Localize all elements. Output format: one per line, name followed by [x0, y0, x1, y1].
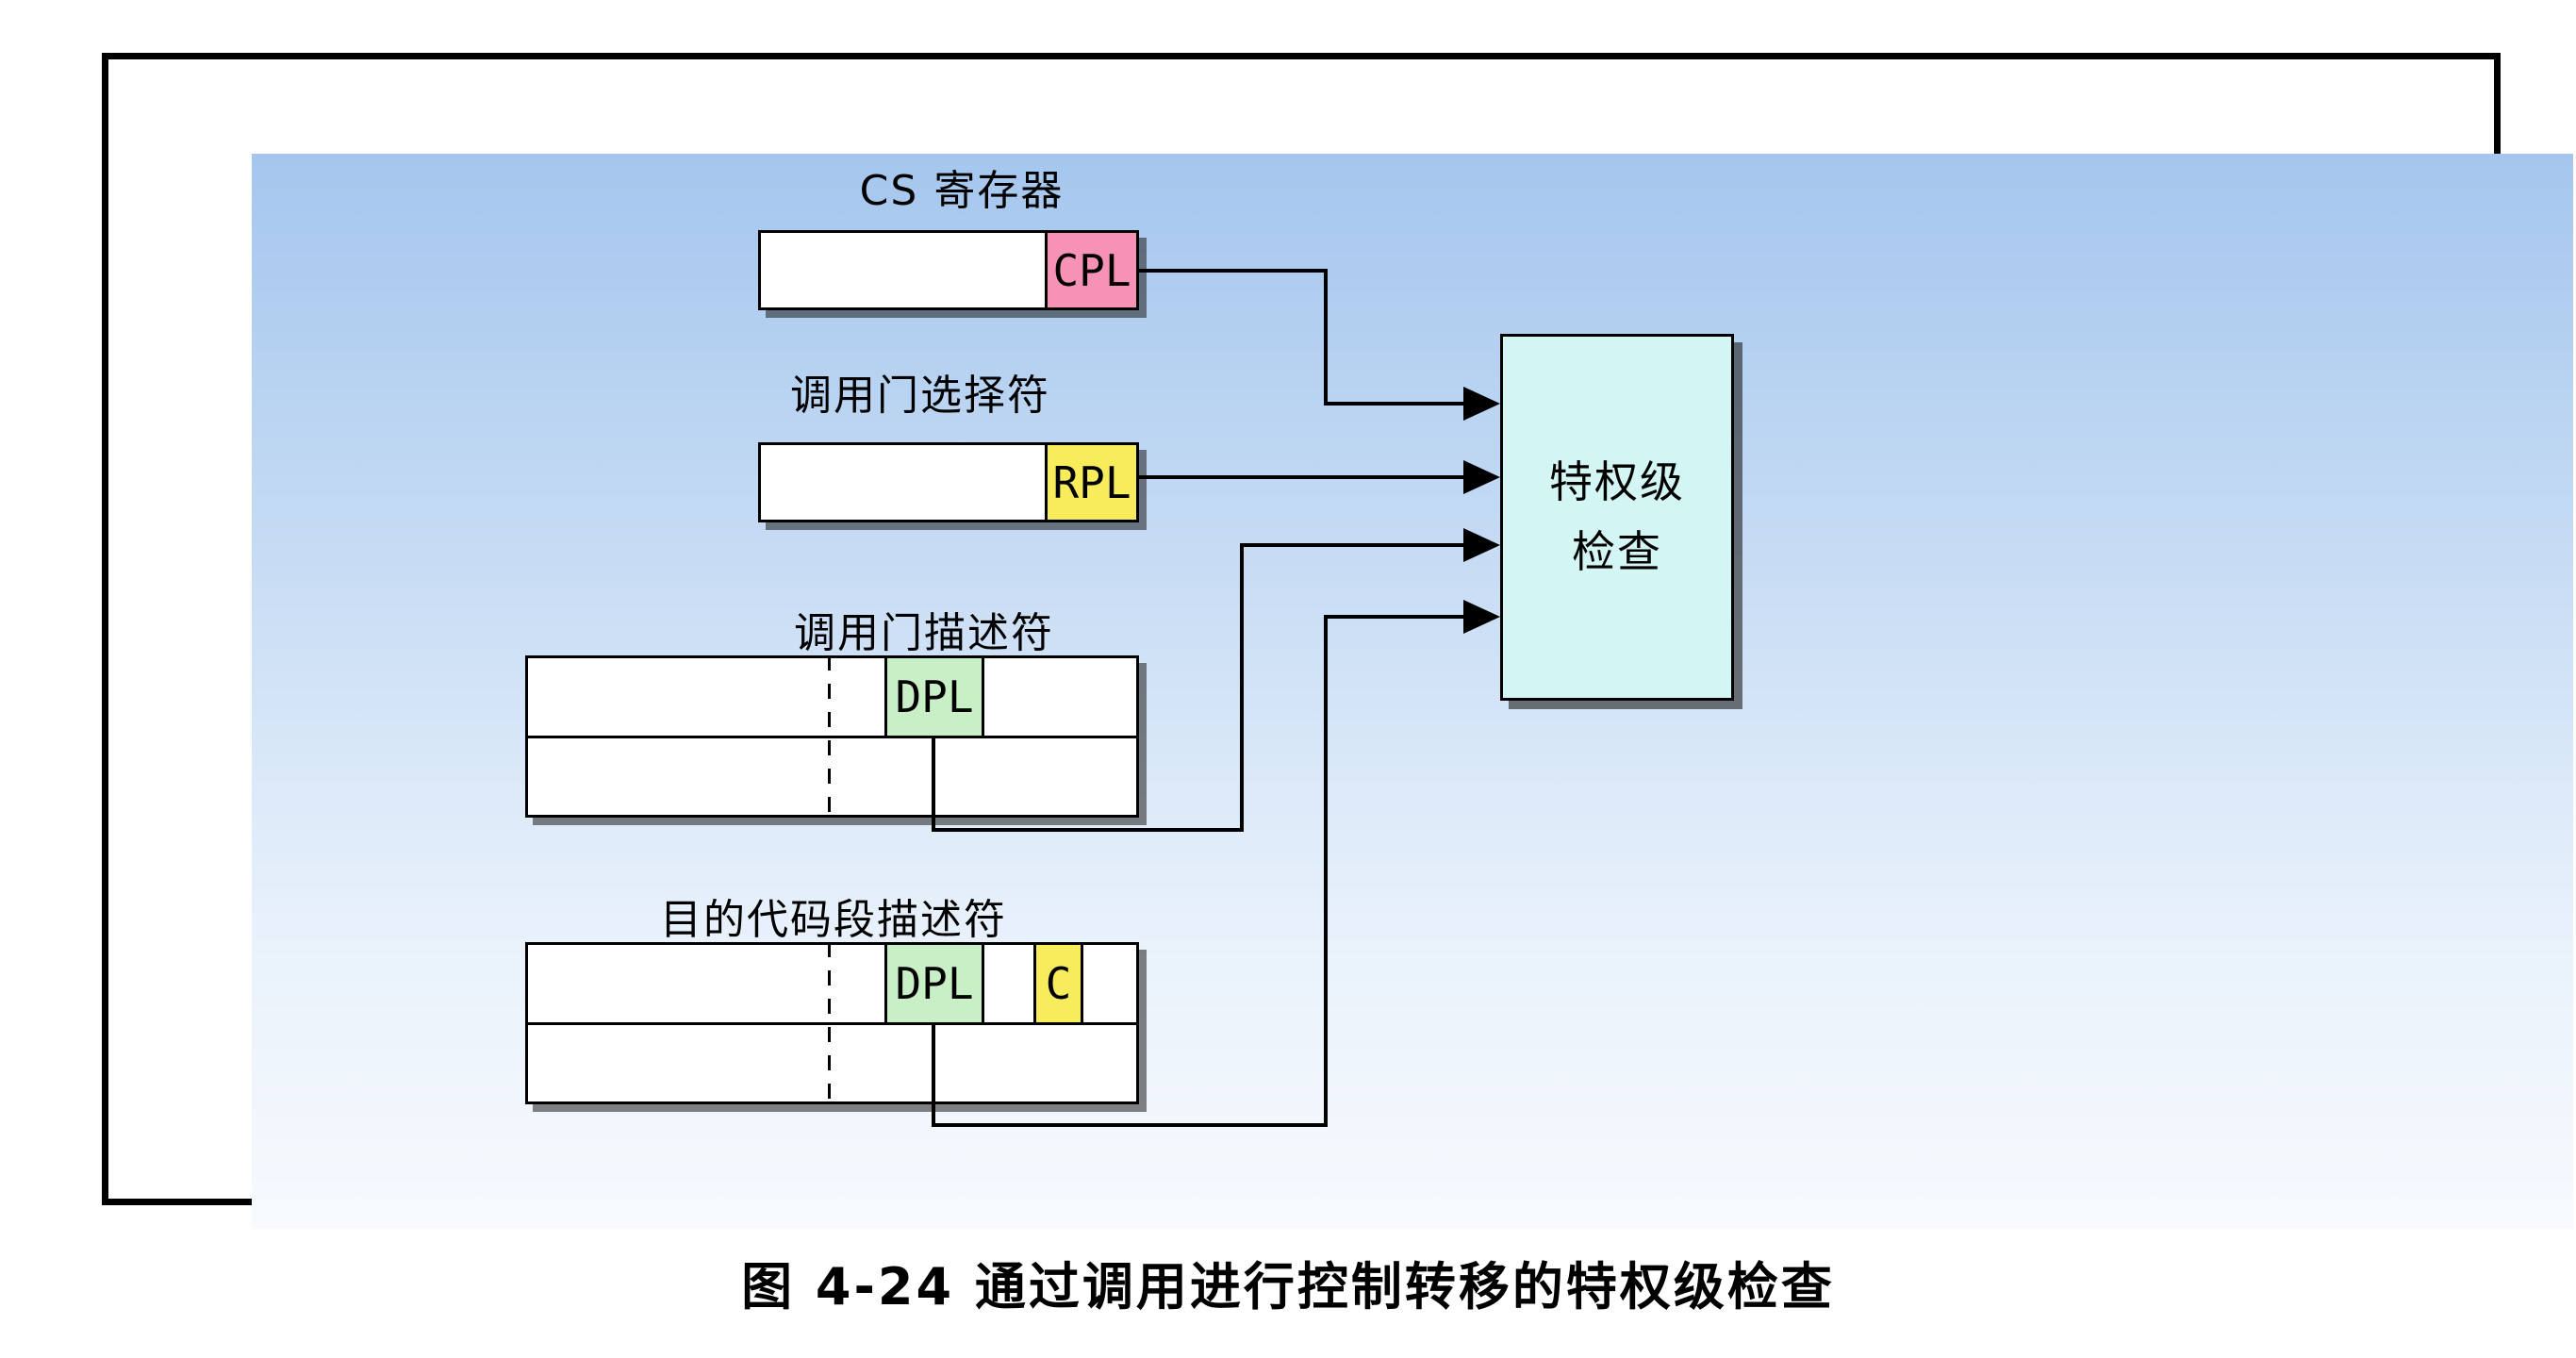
call-gate-descriptor-box: DPL — [525, 655, 1139, 818]
conforming-flag-field: C — [1033, 942, 1083, 1025]
privilege-check-box: 特权级 检查 — [1500, 334, 1734, 701]
call-gate-selector-box: RPL — [758, 442, 1139, 522]
descriptor-row-divider — [528, 1022, 1136, 1025]
descriptor-row-divider — [528, 736, 1136, 738]
privilege-check-line1: 特权级 — [1549, 455, 1685, 507]
figure-caption: 图 4-24 通过调用进行控制转移的特权级检查 — [741, 1257, 1835, 1317]
dest-dpl-field: DPL — [884, 942, 984, 1025]
call-gate-selector-label: 调用门选择符 — [790, 372, 1050, 420]
dest-dpl-field-label: DPL — [895, 958, 974, 1009]
dest-code-descriptor-label: 目的代码段描述符 — [660, 896, 1007, 944]
gate-dpl-field-label: DPL — [895, 671, 974, 722]
gate-dpl-field: DPL — [884, 655, 984, 738]
descriptor-dashed-divider — [828, 942, 831, 1104]
cpl-field-label: CPL — [1052, 244, 1131, 296]
rpl-field-label: RPL — [1052, 456, 1131, 508]
descriptor-dashed-divider — [828, 655, 831, 818]
privilege-check-line2: 检查 — [1572, 525, 1662, 577]
dest-code-descriptor-box: DPL C — [525, 942, 1139, 1104]
rpl-field: RPL — [1045, 442, 1139, 522]
cpl-field: CPL — [1045, 230, 1139, 310]
conforming-flag-label: C — [1045, 958, 1072, 1009]
cs-register-box: CPL — [758, 230, 1139, 310]
diagram-frame — [102, 53, 2573, 1229]
cs-register-label: CS 寄存器 — [859, 167, 1065, 215]
call-gate-descriptor-label: 调用门描述符 — [794, 609, 1054, 657]
